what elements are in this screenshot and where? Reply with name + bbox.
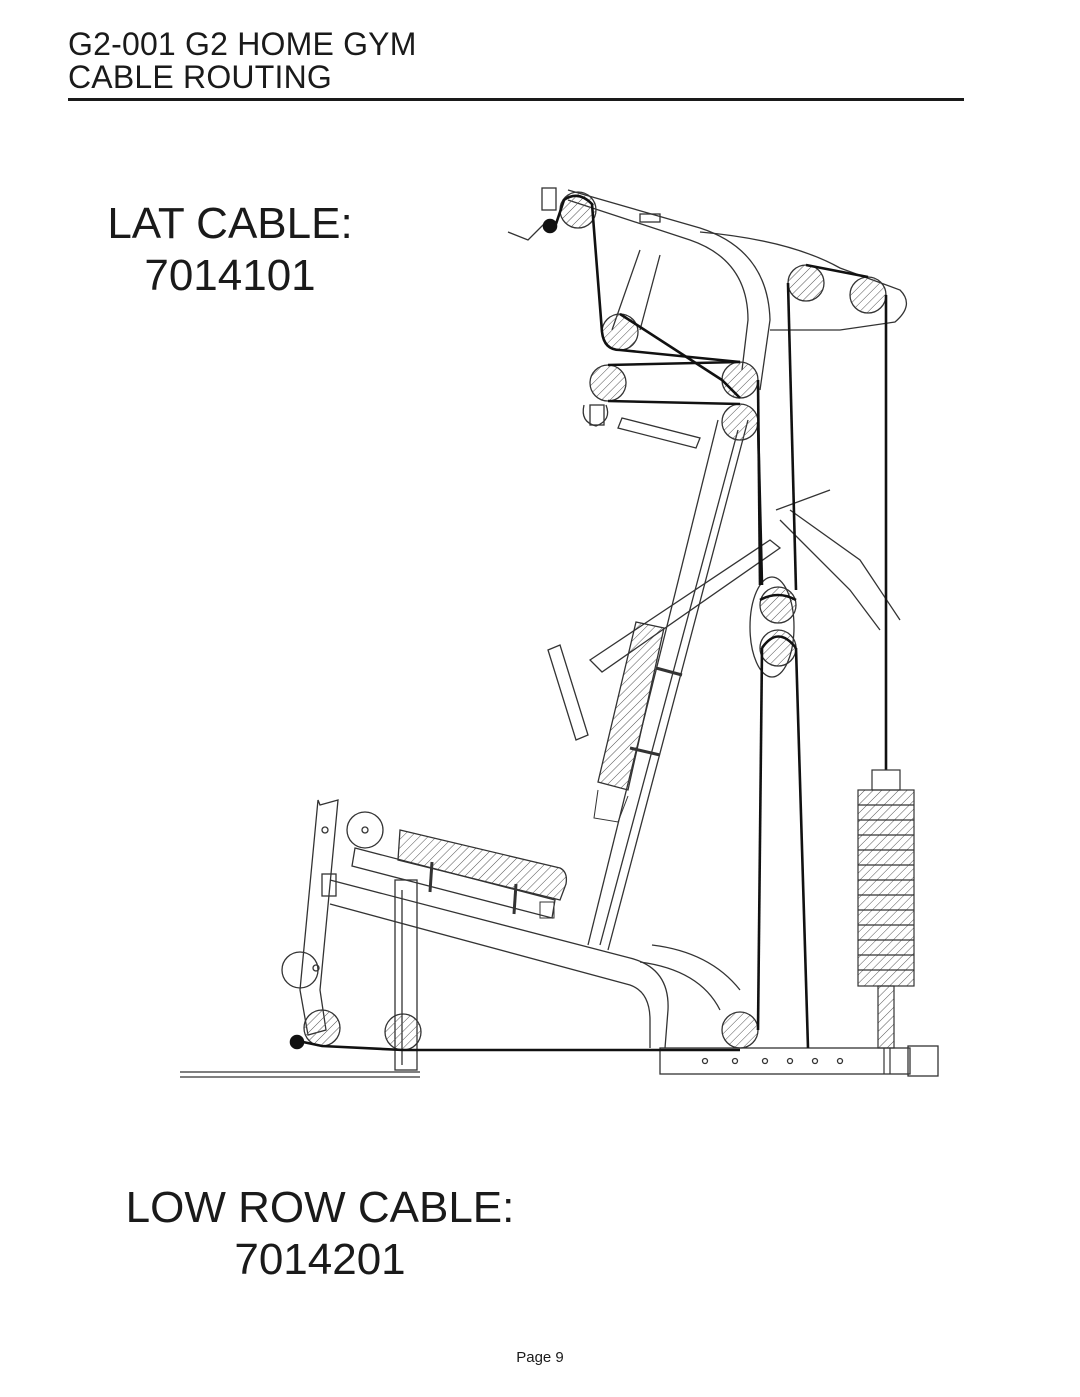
press-arm [547,489,901,741]
leg-extension-arm [281,799,384,1036]
pulleys [303,191,887,1051]
pulley [787,264,825,302]
low-row-cable-part-number: 7014201 [234,1235,406,1284]
back-pad [593,621,683,823]
document-subtitle: CABLE ROUTING [68,59,332,95]
page-number: Page 9 [516,1349,564,1366]
bench-frame [329,879,741,1071]
pulley [303,1009,341,1047]
lat-cable-label: LAT CABLE: [107,199,353,248]
low-row-cable-label: LOW ROW CABLE: [125,1183,515,1232]
pulley [559,191,597,229]
lat-cable-part-number: 7014101 [144,251,316,300]
document-title: G2-001 G2 HOME GYM [68,26,417,62]
header-rule [68,98,964,101]
pulley [721,1011,759,1049]
pulley [721,361,759,399]
weight-stack [857,769,915,1074]
base-frame [180,1045,939,1078]
page-header: G2-001 G2 HOME GYM CABLE ROUTING [68,28,964,101]
pulley [721,403,759,441]
pulley [589,364,627,402]
pulley [849,276,887,314]
pulley [384,1013,422,1051]
lat-cable-callout: LAT CABLE: 7014101 [90,198,370,302]
low-row-cable-route [289,635,810,1052]
seat-pad [351,829,568,919]
low-row-cable-callout: LOW ROW CABLE: 7014201 [100,1182,540,1286]
main-upright [587,419,749,951]
lat-tower-frame [507,187,907,449]
lat-cable-route [542,194,888,770]
pulley [759,586,797,624]
pulley-housing [749,576,795,678]
